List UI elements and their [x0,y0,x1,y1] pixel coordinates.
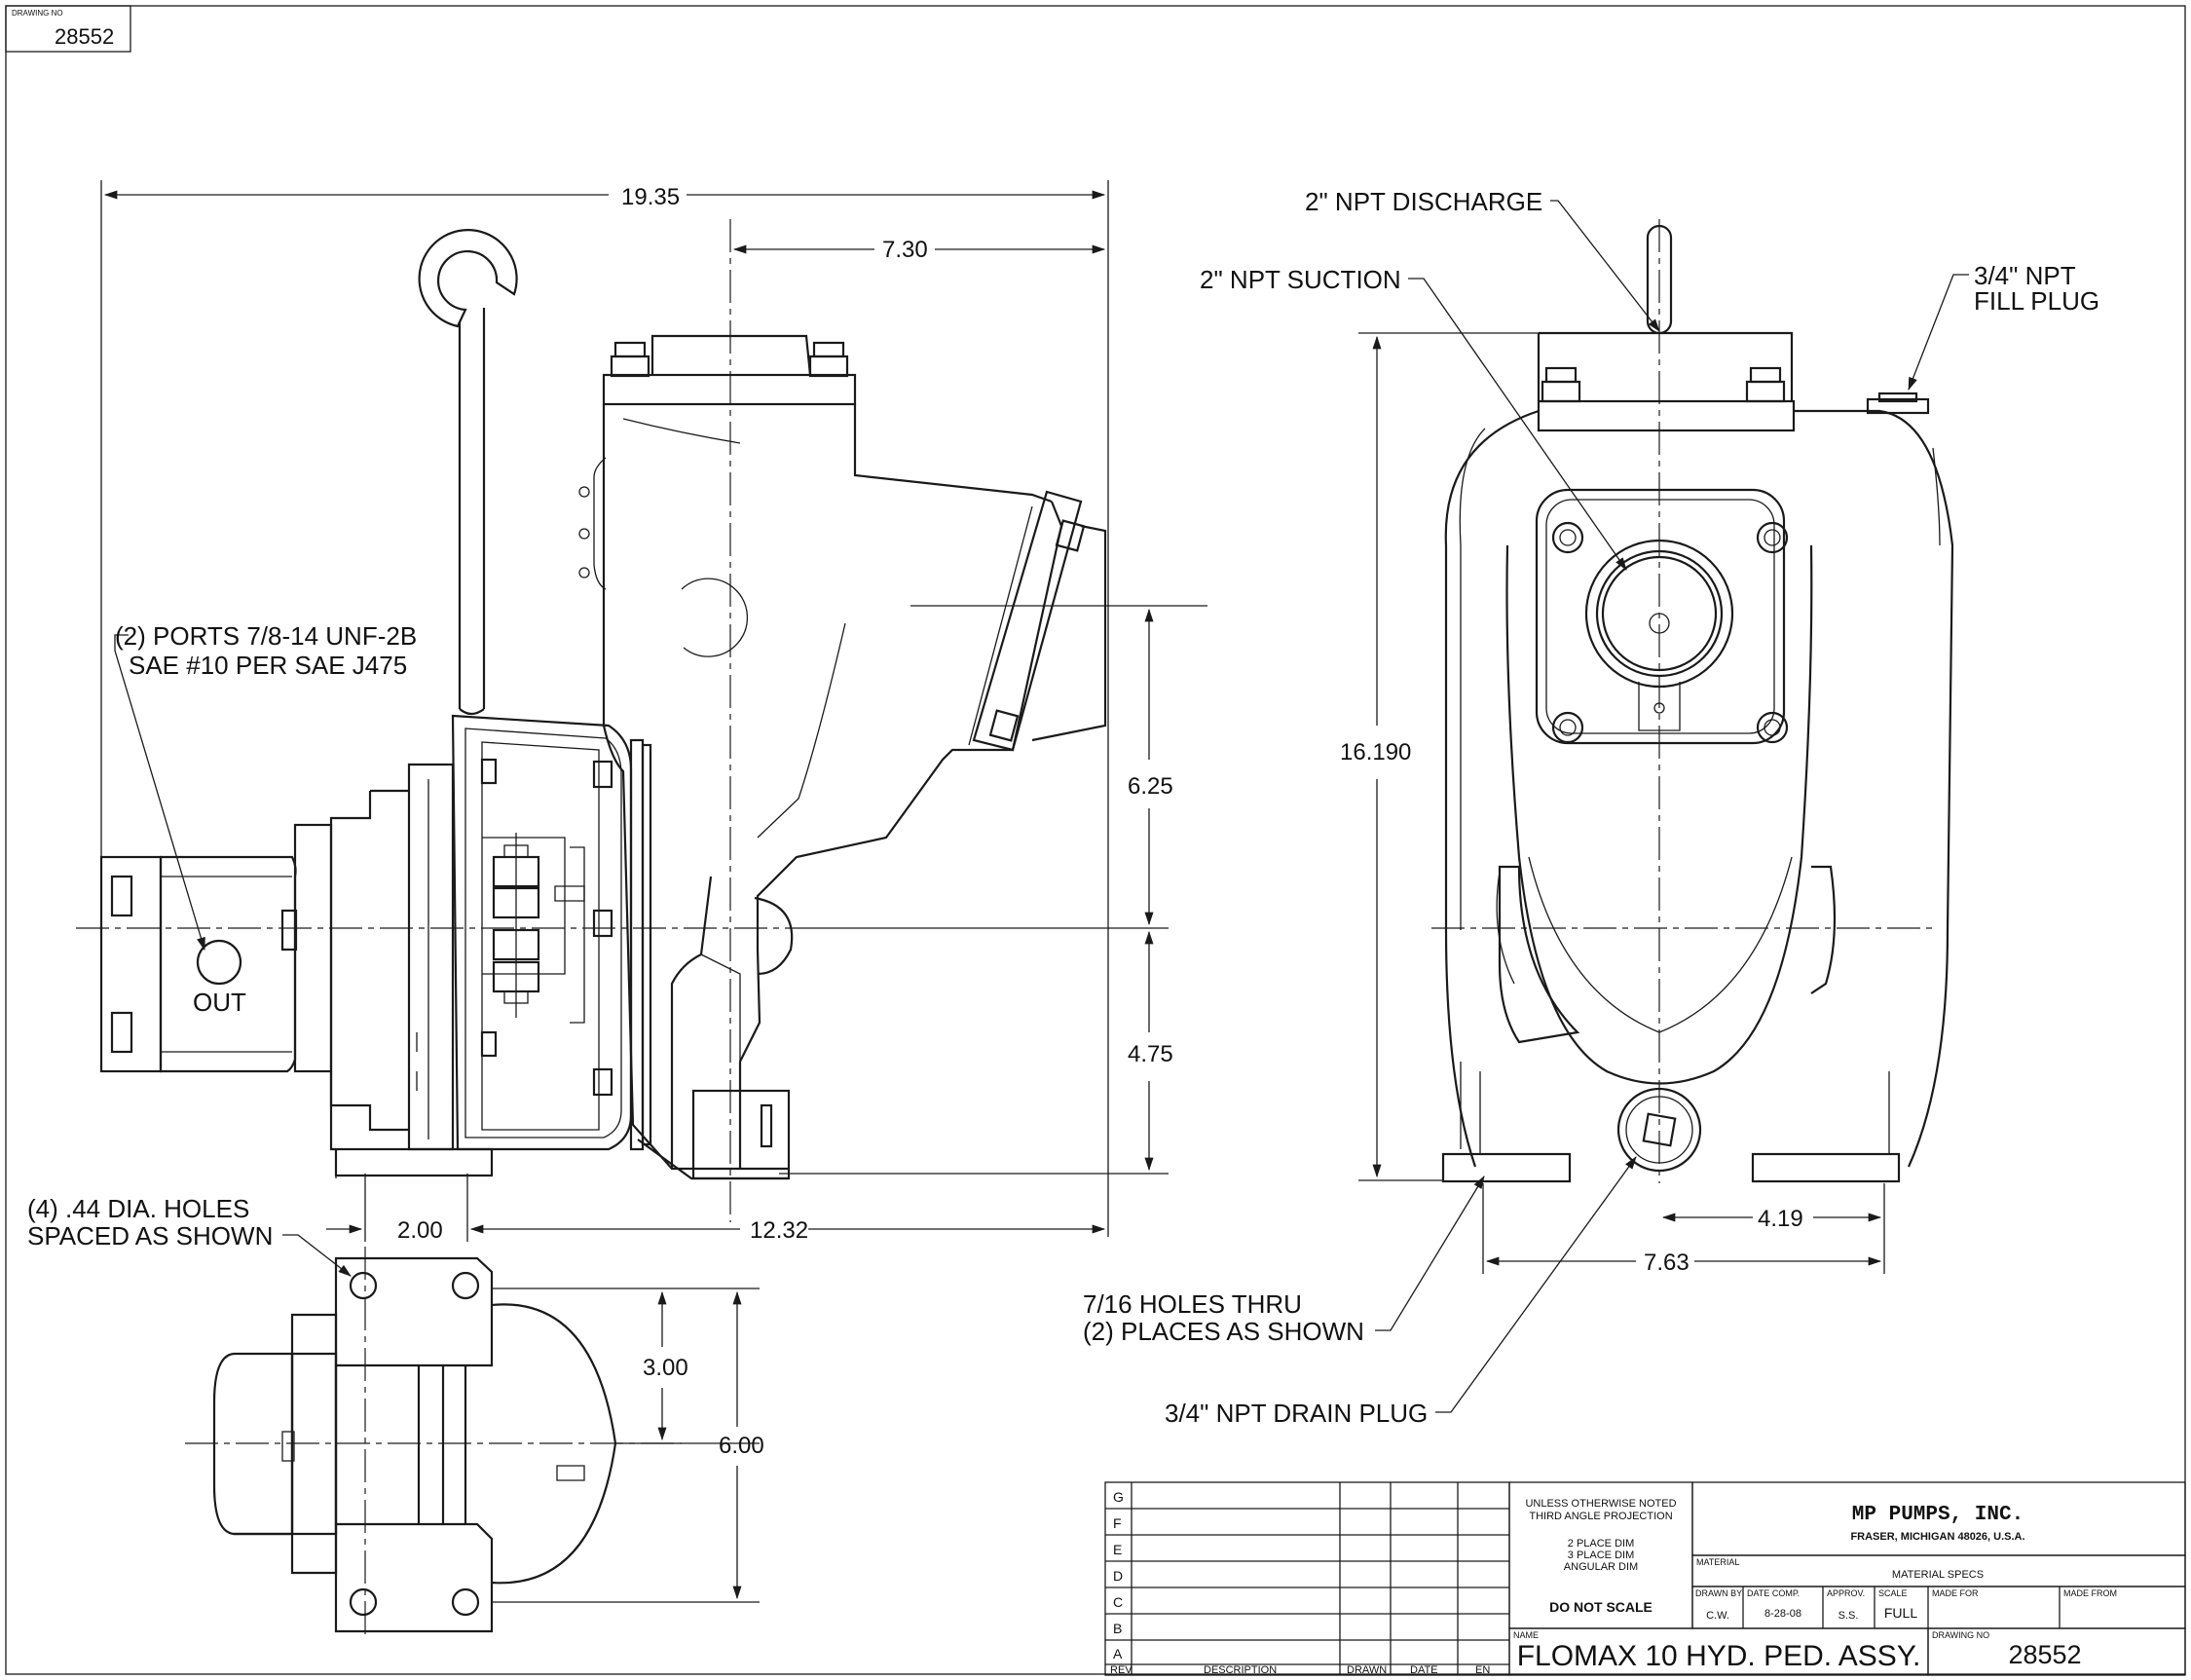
approv-value: S.S. [1838,1610,1859,1622]
name-caption: NAME [1513,1630,1539,1640]
date-comp-value: 8-28-08 [1764,1608,1801,1620]
rev-letter-d: D [1113,1568,1123,1584]
ports-callout-line1: (2) PORTS 7/8-14 UNF-2B [115,621,417,651]
notes-dim1: 2 PLACE DIM [1568,1538,1634,1549]
bottom-view: 3.00 6.00 (4) .44 DIA. HOLES SPACED AS S… [27,1194,764,1636]
rev-header-description: DESCRIPTION [1204,1664,1277,1676]
dim-base: 2.00 12.32 [326,1174,1106,1244]
dim-overall-length-value: 19.35 [621,184,680,210]
drain-callout-text: 3/4" NPT DRAIN PLUG [1165,1399,1428,1428]
out-port [196,939,242,986]
holes-callout-line2: SPACED AS SHOWN [27,1221,273,1251]
notes-line1: UNLESS OTHERWISE NOTED [1525,1498,1676,1510]
rev-letter-e: E [1113,1542,1122,1557]
made-for-caption: MADE FOR [1932,1588,1979,1598]
fill-plug-callout-line2: FILL PLUG [1974,286,2099,316]
dim-to-centerline-value: 7.30 [882,237,928,263]
rev-header-date: DATE [1410,1664,1438,1676]
dim-hole-span-value: 7.63 [1644,1250,1690,1276]
dim-center-to-hole-value: 4.19 [1758,1206,1803,1232]
ports-callout: (2) PORTS 7/8-14 UNF-2B SAE #10 PER SAE … [114,621,417,952]
do-not-scale: DO NOT SCALE [1549,1599,1653,1615]
suction-callout: 2" NPT SUCTION [1200,265,1627,571]
date-comp-caption: DATE COMP. [1747,1588,1800,1598]
coupling-guard [451,714,633,1151]
rev-header-rev: REV [1110,1664,1133,1676]
company-address: FRASER, MICHIGAN 48026, U.S.A. [1850,1531,2024,1543]
scale-value: FULL [1884,1605,1917,1621]
title-block: G F E D C B A REV DESCRIPTION DRAWN DATE… [1104,1481,2186,1676]
notes-line2: THIRD ANGLE PROJECTION [1529,1511,1672,1522]
dim-foot-width-value: 3.00 [643,1355,688,1381]
drawing-name: FLOMAX 10 HYD. PED. ASSY. [1517,1640,1921,1672]
holes-callout: (4) .44 DIA. HOLES SPACED AS SHOWN [27,1194,352,1277]
made-from-caption: MADE FROM [2063,1588,2117,1598]
notes-dim2: 3 PLACE DIM [1568,1549,1634,1561]
rev-letter-g: G [1113,1489,1124,1505]
drawing-number-box: DRAWING NO 28552 [5,5,131,53]
rev-letter-c: C [1113,1594,1123,1610]
dim-heights: 6.25 4.75 [779,605,1207,1175]
drawing-number-caption: DRAWING NO [12,9,63,18]
hydraulic-motor [99,855,297,1073]
dim-base-length-value: 12.32 [750,1217,808,1244]
holes-thru-callout-line1: 7/16 HOLES THRU [1083,1289,1302,1319]
drawing-number-value: 28552 [55,24,114,49]
discharge-callout: 2" NPT DISCHARGE [1305,187,1660,332]
discharge-callout-text: 2" NPT DISCHARGE [1305,187,1542,216]
scale-caption: SCALE [1878,1588,1908,1598]
casing-bolt-right [808,341,849,378]
notes-dim3: ANGULAR DIM [1564,1561,1638,1573]
material-caption: MATERIAL [1696,1557,1739,1567]
out-label: OUT [193,988,246,1017]
dim-overall-length: 19.35 [100,180,1109,1237]
drawing-no-caption: DRAWING NO [1932,1630,1989,1640]
dim-total-height-value: 16.190 [1340,739,1411,765]
material-specs: MATERIAL SPECS [1892,1569,1984,1581]
ports-callout-line2: SAE #10 PER SAE J475 [129,651,407,680]
dim-foot-span-value: 6.00 [719,1433,764,1459]
holes-thru-callout: 7/16 HOLES THRU (2) PLACES AS SHOWN [1083,1176,1485,1346]
dim-to-centerline: 7.30 [732,237,1106,263]
dim-base-offset-value: 2.00 [397,1217,443,1244]
holes-callout-line1: (4) .44 DIA. HOLES [27,1194,249,1223]
fill-plug-callout: 3/4" NPT FILL PLUG [1908,261,2099,392]
suction-flange [1535,488,1789,745]
holes-thru-callout-line2: (2) PLACES AS SHOWN [1083,1317,1364,1346]
dim-upper-height-value: 6.25 [1128,773,1173,800]
drawn-by-caption: DRAWN BY [1695,1588,1742,1598]
drawing-no-value: 28552 [2008,1640,2081,1669]
suction-callout-text: 2" NPT SUCTION [1200,265,1401,294]
approv-caption: APPROV. [1827,1588,1865,1598]
company-name: MP PUMPS, INC. [1852,1504,2024,1526]
sheet-border [5,5,2186,1675]
rev-header-drawn: DRAWN [1347,1664,1387,1676]
dim-lower-height-value: 4.75 [1128,1041,1173,1067]
casing-bolt-left [610,341,650,378]
lifting-eye [418,229,518,716]
fill-plug-callout-line1: 3/4" NPT [1974,261,2076,290]
rev-letter-b: B [1113,1621,1122,1636]
drawn-by-value: C.W. [1706,1610,1729,1622]
discharge-flange [968,490,1107,752]
drain-callout: 3/4" NPT DRAIN PLUG [1165,1156,1637,1428]
front-view: 16.190 4.19 7.63 2" NPT DISCHARGE 2" NPT… [1083,187,2099,1428]
drain-plug [1616,1087,1702,1173]
rev-letter-a: A [1113,1646,1123,1661]
side-view: OUT 19.35 7.30 6.25 4.75 [76,180,1207,1244]
rev-letter-f: F [1113,1515,1122,1531]
rev-header-en: EN [1475,1664,1490,1676]
